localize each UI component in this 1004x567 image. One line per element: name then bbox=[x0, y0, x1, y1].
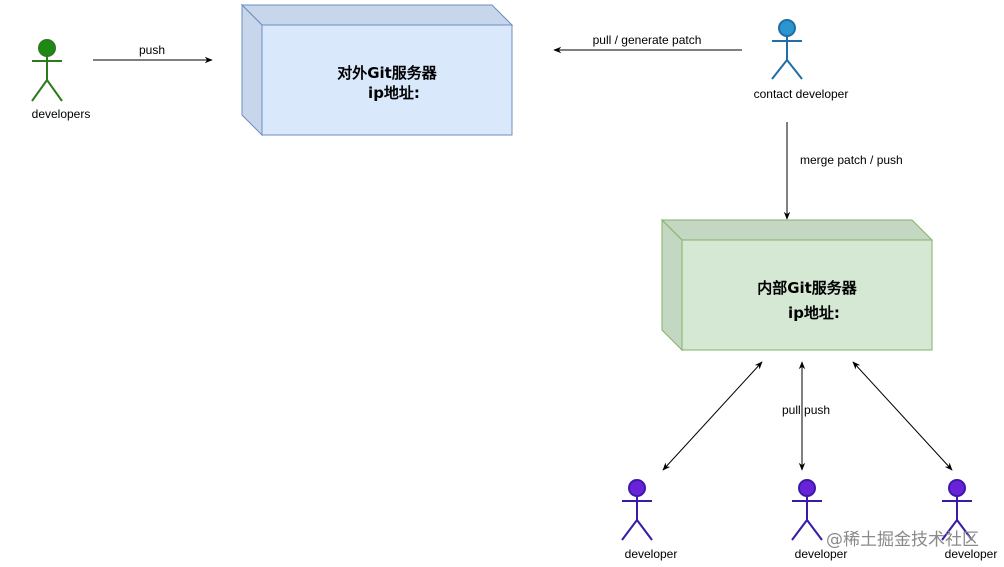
external-server-title: 对外Git服务器 bbox=[337, 64, 438, 82]
actor-contact-developer bbox=[771, 19, 803, 80]
actor-right-leg bbox=[956, 519, 973, 541]
external-server-top bbox=[240, 4, 514, 26]
actor-developer-right bbox=[941, 479, 973, 541]
actor-left-leg bbox=[791, 519, 808, 541]
actor-head bbox=[778, 19, 796, 37]
edge-pull-push-left-arrow bbox=[662, 361, 763, 471]
actor-right-leg bbox=[786, 59, 803, 80]
actor-right-leg bbox=[806, 519, 823, 541]
internal-server-title: 内部Git服务器 bbox=[757, 279, 858, 297]
actor-head bbox=[38, 39, 56, 57]
external-server-front bbox=[261, 24, 513, 136]
external-git-server: 对外Git服务器 ip地址: bbox=[240, 3, 514, 137]
actor-contact-developer-label: contact developer bbox=[754, 87, 849, 101]
edge-pull-generate-patch-label: pull / generate patch bbox=[593, 33, 702, 47]
edge-merge-patch-push-label: merge patch / push bbox=[800, 153, 903, 167]
external-server-ip: ip地址: bbox=[368, 84, 420, 102]
actor-head bbox=[628, 479, 646, 497]
actor-left-leg bbox=[941, 519, 958, 541]
actor-developer-right-label: developer bbox=[945, 547, 998, 561]
edge-pull-push-left bbox=[662, 361, 763, 471]
actor-head bbox=[798, 479, 816, 497]
internal-server-side bbox=[661, 218, 683, 352]
actor-developer-left bbox=[621, 479, 653, 541]
external-server-side bbox=[241, 3, 263, 137]
actor-left-leg bbox=[621, 519, 638, 541]
actor-developer-middle bbox=[791, 479, 823, 541]
internal-server-top bbox=[660, 219, 934, 241]
actor-left-leg bbox=[31, 79, 48, 102]
watermark: @稀土掘金技术社区 bbox=[826, 530, 979, 550]
actor-developers bbox=[31, 39, 63, 102]
internal-git-server: 内部Git服务器 ip地址: bbox=[660, 218, 934, 352]
actor-left-leg bbox=[771, 59, 788, 80]
edge-pull-push-right bbox=[852, 361, 953, 471]
edge-pull-push-right-arrow bbox=[852, 361, 953, 471]
edge-pull-generate-patch: pull / generate patch bbox=[553, 33, 742, 54]
edge-pull-push-middle: pull push bbox=[782, 361, 830, 471]
internal-server-ip: ip地址: bbox=[788, 304, 840, 322]
actor-right-leg bbox=[636, 519, 653, 541]
actor-head bbox=[948, 479, 966, 497]
edge-push-label: push bbox=[139, 43, 165, 57]
actor-developer-left-label: developer bbox=[625, 547, 678, 561]
actor-right-leg bbox=[46, 79, 63, 102]
internal-server-front bbox=[681, 239, 933, 351]
actor-developer-middle-label: developer bbox=[795, 547, 848, 561]
edge-pull-push-label: pull push bbox=[782, 403, 830, 417]
actor-developers-label: developers bbox=[32, 107, 91, 121]
edge-merge-patch-push: merge patch / push bbox=[783, 122, 903, 220]
edge-push: push bbox=[93, 43, 213, 64]
